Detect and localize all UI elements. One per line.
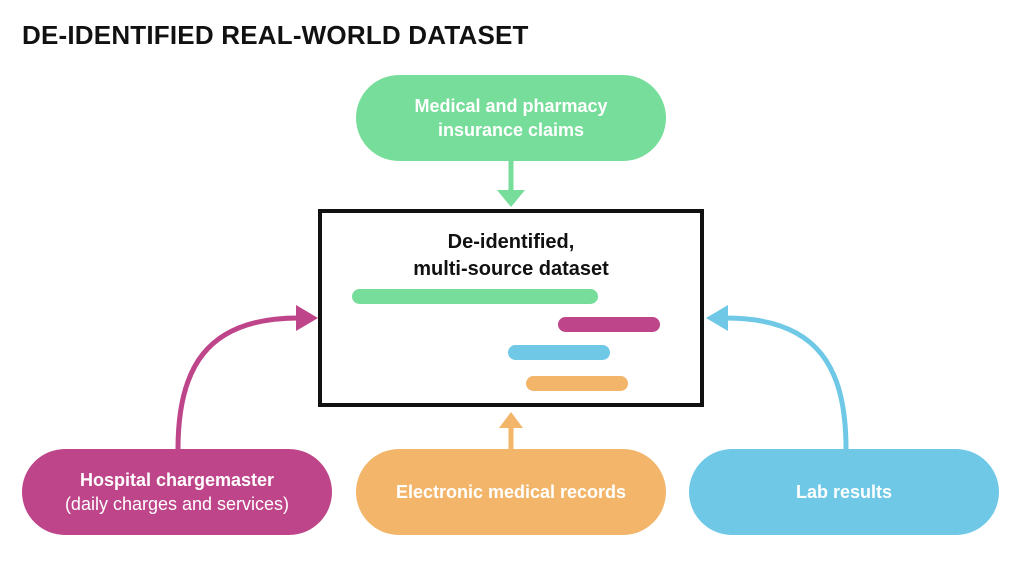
lab-source-node: Lab results xyxy=(689,449,999,535)
page-title: DE-IDENTIFIED REAL-WORLD DATASET xyxy=(22,20,529,50)
chargemaster-source-node: Hospital chargemaster (daily charges and… xyxy=(22,449,332,535)
lab-bar xyxy=(508,345,610,360)
chargemaster-label-line1: Hospital chargemaster xyxy=(79,470,275,490)
chargemaster-label-line2: (daily charges and services) xyxy=(64,494,290,514)
lab-label: Lab results xyxy=(795,482,893,502)
chargemaster-bar xyxy=(558,317,660,332)
emr-source-node: Electronic medical records xyxy=(356,449,666,535)
chargemaster-arrow xyxy=(175,305,318,450)
dataset-label-line1: De-identified, xyxy=(447,231,575,253)
claims-source-node: Medical and pharmacy insurance claims xyxy=(356,75,666,161)
dataset-box: De-identified, multi-source dataset xyxy=(318,209,704,407)
claims-label-line2: insurance claims xyxy=(437,120,585,140)
emr-bar xyxy=(526,376,628,391)
lab-arrow xyxy=(706,305,849,450)
claims-label-line1: Medical and pharmacy xyxy=(414,96,608,116)
dataset-label: De-identified, multi-source dataset xyxy=(322,229,700,283)
claims-bar xyxy=(352,289,598,304)
claims-arrow xyxy=(497,161,525,207)
emr-arrow xyxy=(499,412,523,449)
dataset-label-line2: multi-source dataset xyxy=(413,258,609,280)
emr-label: Electronic medical records xyxy=(395,482,627,502)
